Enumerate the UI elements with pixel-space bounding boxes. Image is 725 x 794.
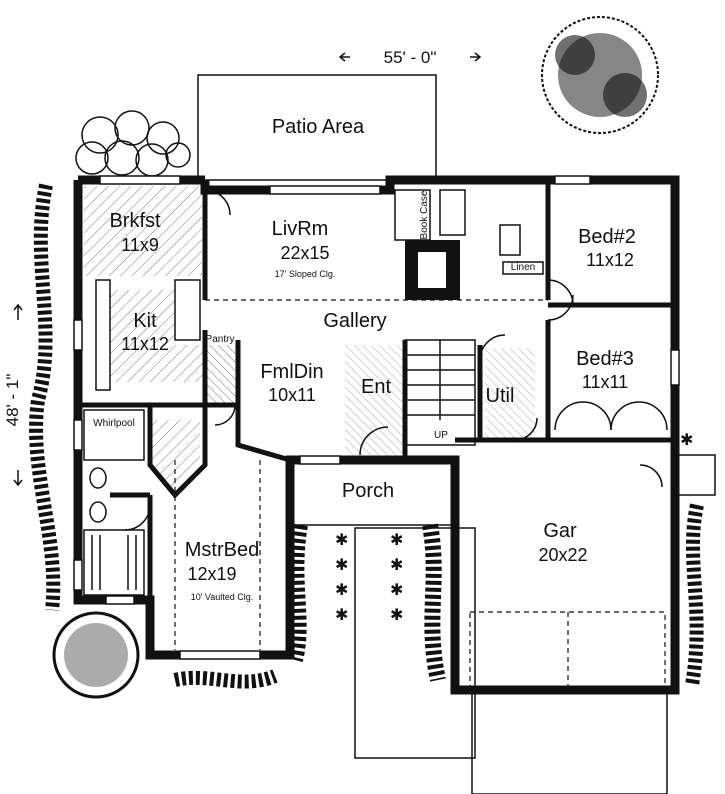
- room-livrm-name: LivRm: [272, 218, 329, 240]
- room-bed2-size: 11x12: [586, 250, 634, 270]
- room-kit-size: 11x12: [121, 334, 169, 354]
- pantry-floor: [205, 345, 238, 405]
- tree-top-right: [541, 16, 659, 134]
- shrubs-top-left: [75, 110, 191, 177]
- shower: [150, 420, 200, 490]
- room-util-name: Util: [486, 385, 515, 407]
- entry-floor: [345, 345, 405, 455]
- room-kit-name: Kit: [133, 310, 157, 332]
- linen-label: Linen: [511, 262, 535, 273]
- whirlpool-tub: [83, 409, 145, 461]
- svg-text:✱: ✱: [390, 580, 403, 599]
- bathtub: [439, 189, 466, 236]
- hedge-right: [685, 503, 704, 687]
- walkway: [354, 527, 476, 759]
- hedge-left: [29, 183, 61, 611]
- hedge-front-left: [287, 523, 308, 662]
- sink-1: [89, 467, 107, 489]
- svg-text:✱: ✱: [335, 605, 348, 624]
- vault-lines: [174, 460, 261, 650]
- room-gar-name: Gar: [543, 520, 577, 542]
- depth-dimension: 48' - 1": [3, 303, 23, 487]
- bed3-closet: [554, 401, 668, 431]
- room-mstrbed-size: 12x19: [187, 564, 236, 584]
- svg-text:✱: ✱: [335, 555, 348, 574]
- overall-depth: 48' - 1": [3, 374, 22, 427]
- room-mstrbed-note: 10' Vaulted Clg.: [191, 592, 254, 602]
- patio-label: Patio Area: [272, 116, 365, 138]
- room-livrm-size: 22x15: [280, 243, 329, 263]
- breakfast-floor: [84, 186, 202, 276]
- stairs: [404, 339, 476, 446]
- room-gar-size: 20x22: [538, 545, 587, 565]
- svg-text:✱: ✱: [335, 580, 348, 599]
- hedge-bottom: [173, 669, 278, 689]
- windows: [73, 175, 680, 660]
- room-ent-name: Ent: [361, 376, 391, 398]
- svg-text:✱: ✱: [390, 555, 403, 574]
- mstr-closet: [83, 529, 145, 596]
- bookcase-label: Book Case: [419, 190, 430, 239]
- door-swings: [124, 189, 663, 531]
- garage-door: [469, 611, 666, 691]
- overall-width: 55' - 0": [384, 48, 437, 67]
- whirlpool-label: Whirlpool: [93, 418, 135, 429]
- porch: [289, 459, 456, 526]
- hedge-front-right: [422, 523, 446, 682]
- svg-text:✱: ✱: [390, 530, 403, 549]
- room-gallery-name: Gallery: [323, 310, 386, 332]
- width-dimension: 55' - 0": [338, 48, 482, 67]
- room-bed2-name: Bed#2: [578, 226, 636, 248]
- driveway: [471, 689, 668, 794]
- room-livrm-note: 17' Sloped Clg.: [275, 269, 336, 279]
- kitchen-counter-right: [174, 279, 201, 341]
- room-brkfst-size: 11x9: [121, 235, 159, 255]
- linen-closet: [502, 261, 544, 275]
- utility-floor: [485, 348, 535, 438]
- room-brkfst-name: Brkfst: [109, 210, 161, 232]
- room-mstrbed-name: MstrBed: [185, 539, 259, 561]
- room-bed3-size: 11x11: [582, 372, 628, 392]
- pantry-label: Pantry: [206, 334, 235, 345]
- sink-2: [89, 501, 107, 523]
- room-bed3-name: Bed#3: [576, 348, 634, 370]
- kitchen-floor: [110, 290, 205, 382]
- kitchen-counter-left: [95, 279, 111, 391]
- bush-bottom-left: [52, 611, 140, 699]
- stairs-up-label: UP: [434, 430, 448, 441]
- room-fmldin-size: 10x11: [268, 385, 316, 405]
- svg-text:✱: ✱: [390, 605, 403, 624]
- front-plants: ✱ ✱ ✱ ✱ ✱ ✱ ✱ ✱ ✱: [335, 430, 693, 624]
- room-fmldin-name: FmlDin: [260, 361, 323, 383]
- svg-text:✱: ✱: [680, 430, 693, 449]
- toilet: [499, 224, 521, 256]
- garage-side-step: [674, 454, 716, 496]
- book-case: [394, 189, 431, 241]
- patio-area: [197, 74, 437, 181]
- room-porch-name: Porch: [342, 480, 394, 502]
- svg-text:✱: ✱: [335, 530, 348, 549]
